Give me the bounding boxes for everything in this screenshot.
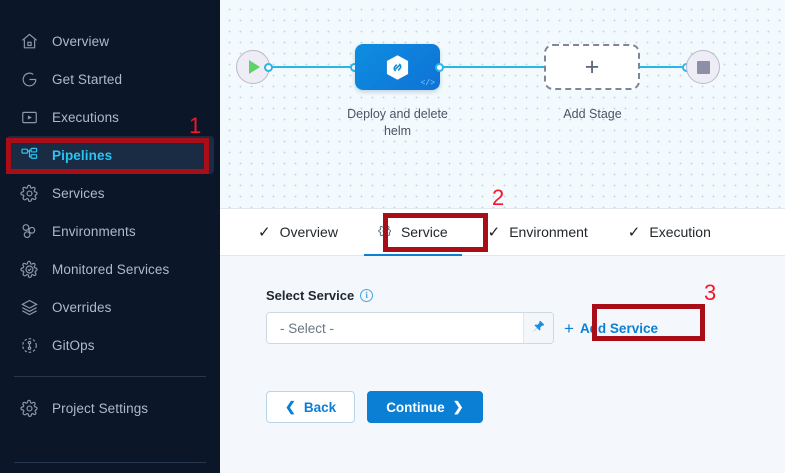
sidebar-item-label: Overview	[52, 33, 110, 49]
annotation-number-1: 1	[189, 113, 202, 138]
sidebar-item-label: Project Settings	[52, 400, 149, 416]
tab-label: Execution	[649, 224, 711, 240]
pipeline-stage-node[interactable]: </>	[355, 44, 440, 90]
annotation-number-3: 3	[704, 280, 717, 305]
sidebar-item-overview[interactable]: Overview	[6, 22, 214, 60]
sidebar-item-label: Pipelines	[52, 147, 113, 163]
tab-overview[interactable]: ✓ Overview	[238, 209, 358, 256]
tab-label: Service	[400, 224, 448, 240]
sidebar-item-project-settings[interactable]: Project Settings	[6, 389, 214, 427]
add-stage-button[interactable]: +	[544, 44, 640, 90]
tab-environment[interactable]: ✓ Environment	[468, 209, 608, 256]
chevron-right-icon: ❯	[452, 399, 464, 414]
pipeline-edge	[613, 66, 698, 68]
gear-icon	[20, 184, 39, 203]
pipeline-row: </> + Deploy and delete helm Add Stage	[220, 44, 785, 138]
pipeline-edge	[439, 66, 545, 68]
tab-service[interactable]: Service	[358, 209, 468, 257]
sidebar-item-gitops[interactable]: GitOps	[6, 326, 214, 364]
layers-icon	[20, 298, 39, 317]
deployment-hex-link-icon	[385, 54, 410, 81]
pipeline-canvas[interactable]: </> + Deploy and delete helm Add Stage	[220, 0, 785, 208]
stop-square-icon	[696, 60, 710, 74]
check-icon: ✓	[487, 223, 501, 241]
stage-tabbar: ✓ Overview Service ✓ Environment ✓ Execu…	[220, 208, 785, 257]
sidebar-item-label: Overrides	[52, 299, 112, 315]
environments-nodes-icon	[20, 222, 39, 241]
select-service-control[interactable]: - Select -	[266, 312, 554, 344]
main-area: </> + Deploy and delete helm Add Stage ✓…	[220, 0, 785, 473]
sidebar-item-services[interactable]: Services	[6, 174, 214, 212]
continue-button-label: Continue	[386, 399, 445, 415]
sidebar-item-executions[interactable]: Executions	[6, 98, 214, 136]
back-button-label: Back	[303, 399, 337, 415]
info-icon[interactable]: i	[360, 289, 374, 302]
sidebar-item-environments[interactable]: Environments	[6, 212, 214, 250]
sidebar-bottom-divider	[14, 462, 206, 463]
continue-button[interactable]: Continue ❯	[367, 391, 483, 423]
gitops-icon	[20, 336, 39, 355]
sidebar-item-monitored-services[interactable]: Monitored Services	[6, 250, 214, 288]
sidebar-item-label: Monitored Services	[52, 261, 170, 277]
pipeline-start-node[interactable]	[236, 50, 270, 84]
check-icon: ✓	[627, 223, 641, 241]
connector-dot	[264, 62, 273, 72]
play-icon	[249, 60, 260, 74]
plus-icon: +	[584, 52, 600, 81]
add-stage-label: Add Stage	[563, 107, 622, 121]
tab-execution[interactable]: ✓ Execution	[608, 209, 731, 256]
gear-check-icon	[20, 260, 39, 279]
sidebar-item-overrides[interactable]: Overrides	[6, 288, 214, 326]
connector-dot	[435, 62, 444, 72]
pipelines-icon	[20, 146, 39, 165]
pin-icon	[532, 319, 546, 338]
gear-icon	[20, 399, 39, 418]
plus-icon: +	[564, 318, 574, 338]
select-service-input[interactable]: - Select -	[267, 313, 523, 343]
sidebar-item-pipelines[interactable]: Pipelines	[6, 136, 214, 174]
select-service-label: Select Service	[266, 288, 355, 303]
pipeline-edge	[268, 66, 394, 68]
sidebar-item-label: Services	[52, 185, 105, 201]
form-actions: ❮ Back Continue ❯	[266, 391, 785, 423]
service-form: Select Service i - Select - + Add Servic…	[220, 256, 785, 473]
sidebar: Overview Get Started Executions Pipeline…	[0, 0, 220, 473]
sidebar-item-label: Executions	[52, 109, 120, 125]
stage-code-badge: </>	[420, 79, 435, 88]
sidebar-item-label: Environments	[52, 223, 136, 239]
back-button[interactable]: ❮ Back	[266, 391, 356, 423]
sidebar-item-get-started[interactable]: Get Started	[6, 60, 214, 98]
annotation-number-2: 2	[492, 185, 505, 210]
sidebar-divider	[14, 376, 206, 377]
sidebar-item-label: GitOps	[52, 337, 95, 353]
sidebar-item-label: Get Started	[52, 71, 123, 87]
chevron-left-icon: ❮	[285, 399, 296, 414]
home-icon	[20, 32, 39, 51]
select-service-row: - Select - + Add Service	[266, 312, 785, 344]
select-service-label-row: Select Service i	[266, 288, 785, 303]
add-service-label: Add Service	[579, 320, 658, 336]
check-icon: ✓	[258, 223, 271, 241]
add-service-button[interactable]: + Add Service	[564, 320, 658, 337]
gear-icon	[378, 224, 392, 241]
pipeline-end-node[interactable]	[686, 50, 720, 84]
rocket-start-icon	[20, 70, 39, 89]
pin-button[interactable]	[523, 313, 553, 343]
stage-node-label: Deploy and delete helm	[347, 107, 448, 138]
tab-label: Environment	[509, 224, 588, 240]
tab-label: Overview	[279, 224, 338, 240]
executions-play-icon	[20, 108, 39, 127]
